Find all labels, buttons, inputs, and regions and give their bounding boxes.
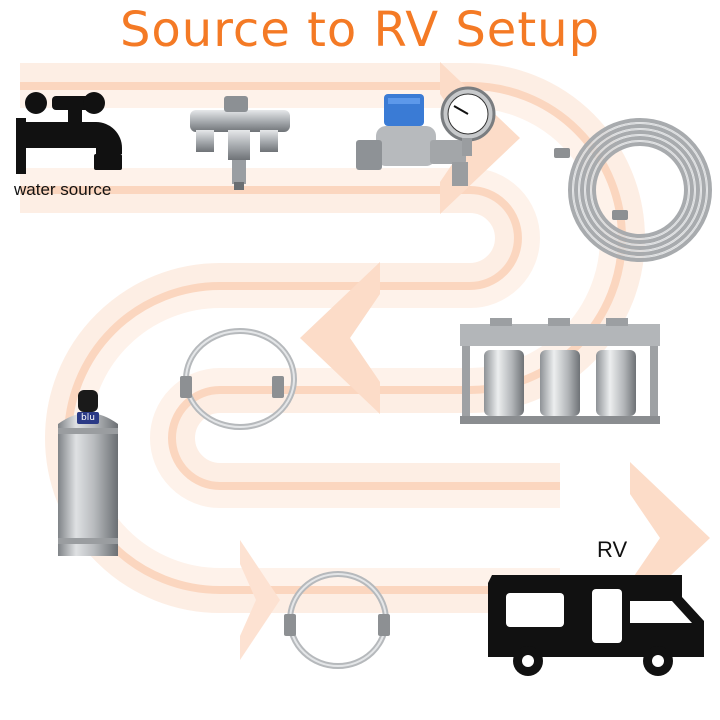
- arrow-right-icon: [240, 540, 280, 660]
- tank-badge: blu: [81, 413, 95, 423]
- softener-tank: [58, 390, 118, 556]
- water-source-label: water source: [14, 180, 112, 199]
- faucet-icon: [16, 92, 122, 174]
- rv-icon: [488, 575, 704, 676]
- hose-splitter-valve: [190, 96, 290, 190]
- page-title: Source to RV Setup: [119, 2, 601, 58]
- pressure-regulator-gauge: [356, 86, 496, 186]
- coiled-hose: [554, 118, 712, 262]
- triple-canister-filter: [460, 318, 660, 424]
- rv-label: RV: [597, 537, 628, 562]
- arrow-left-icon: [300, 262, 380, 414]
- short-hose: [180, 328, 297, 430]
- short-hose: [284, 571, 390, 669]
